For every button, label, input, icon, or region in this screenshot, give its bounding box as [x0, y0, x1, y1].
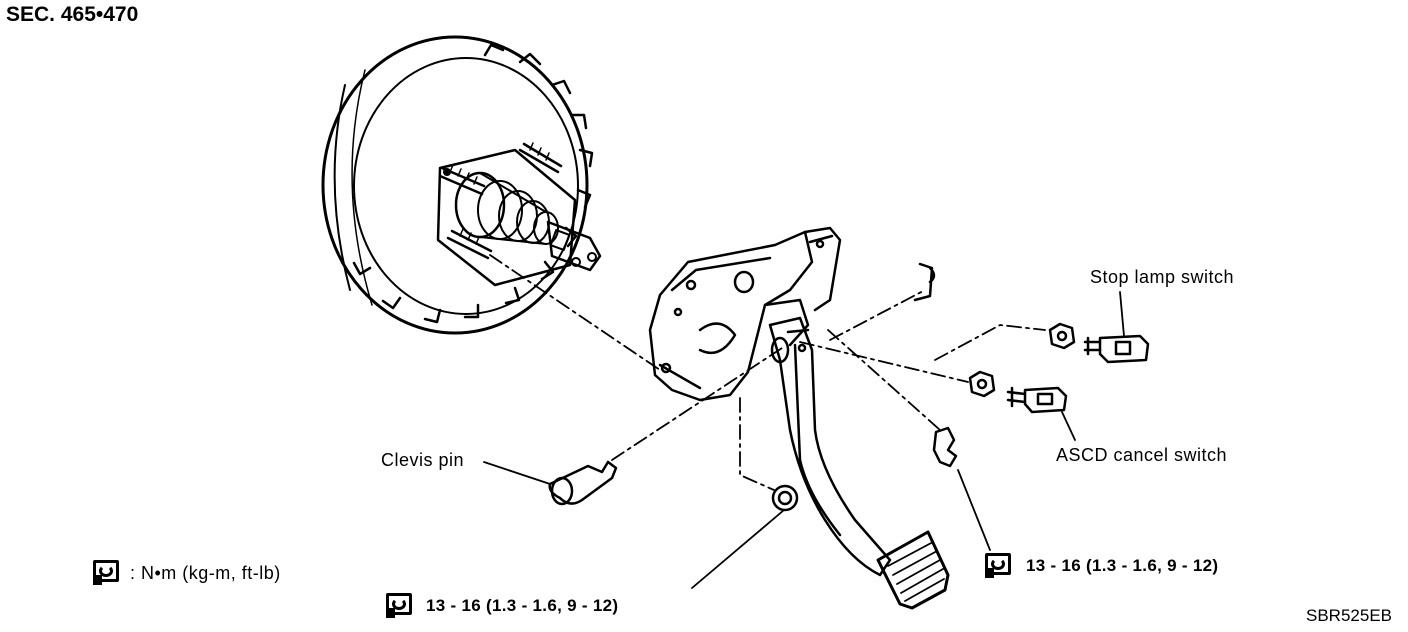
clevis-pin-label: Clevis pin	[381, 450, 465, 470]
brake-booster	[321, 35, 602, 335]
pedal-bracket	[648, 226, 842, 402]
section-number: SEC. 465•470	[6, 3, 139, 26]
torque-wrench-icon	[985, 553, 1011, 578]
ascd-cancel-switch-label: ASCD cancel switch	[1056, 445, 1228, 465]
bracket-bolt-torque-spec: 13 - 16 (1.3 - 1.6, 9 - 12)	[1026, 556, 1219, 575]
pedal-nut-torque-spec: 13 - 16 (1.3 - 1.6, 9 - 12)	[426, 596, 619, 615]
torque-wrench-icon	[386, 593, 412, 618]
torque-unit-legend: : N•m (kg-m, ft-lb)	[130, 563, 281, 583]
stop-lamp-switch-label: Stop lamp switch	[1090, 267, 1235, 287]
torque-wrench-icon	[93, 560, 119, 585]
figure-code: SBR525EB	[1306, 606, 1392, 625]
brake-pedal	[768, 316, 950, 610]
assembly-lines	[489, 254, 1046, 491]
hardware	[548, 262, 1150, 512]
leader-lines	[483, 291, 1125, 589]
